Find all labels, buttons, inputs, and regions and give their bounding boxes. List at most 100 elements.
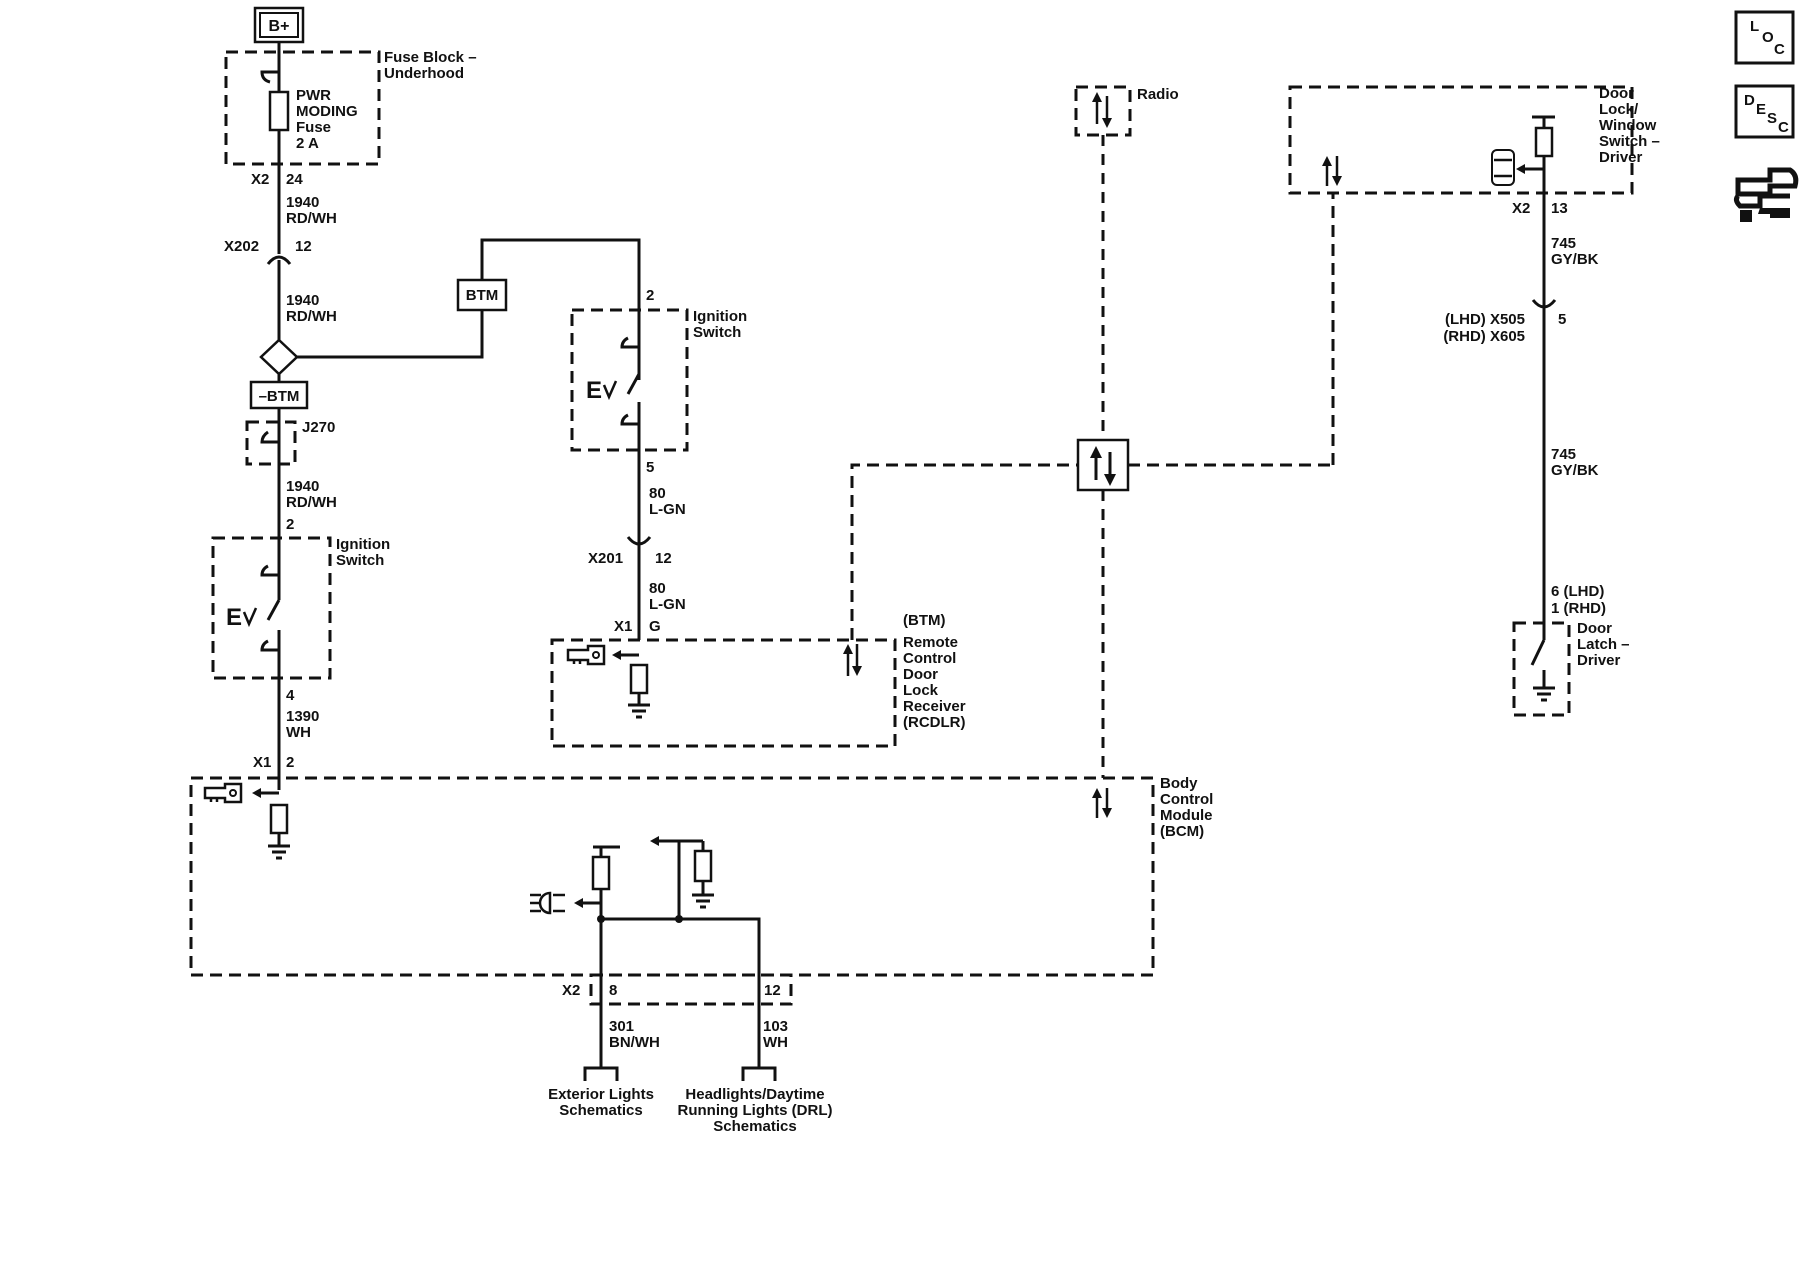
label-text: (RHD) X605 xyxy=(1443,328,1525,345)
label-text: X201 xyxy=(588,550,623,567)
label-text: 103 xyxy=(763,1018,788,1035)
label-text: WH xyxy=(286,724,311,741)
label-text: Schematics xyxy=(559,1102,642,1119)
label-text: RD/WH xyxy=(286,210,337,227)
door-lock-icon xyxy=(1491,149,1515,186)
label-text: Radio xyxy=(1137,86,1179,103)
label-text: 5 xyxy=(1558,311,1566,328)
label-text: C xyxy=(1778,119,1789,136)
label-text: X2 xyxy=(1512,200,1530,217)
label-text: Window xyxy=(1599,117,1657,134)
label-text: WH xyxy=(763,1034,788,1051)
label-text: 24 xyxy=(286,171,303,188)
label-text: Control xyxy=(1160,791,1213,808)
body-control-module: Body Control Module (BCM) xyxy=(189,775,1213,1000)
label-text: (RCDLR) xyxy=(903,714,965,731)
splice-diamond xyxy=(259,338,299,376)
ignition-key-icon: E xyxy=(586,377,602,404)
label-text: Body xyxy=(1160,775,1198,792)
battery-supply: B+ xyxy=(253,6,305,44)
serial-data-arrows-icon xyxy=(1092,788,1112,818)
label-text: J270 xyxy=(302,419,335,436)
label-text: 4 xyxy=(286,687,295,704)
label-text: 1390 xyxy=(286,708,319,725)
ignition-switch-left: Ignition Switch E xyxy=(211,536,390,680)
label-text: BTM xyxy=(466,287,499,304)
door-lock-window-switch-driver: Door Lock/ Window Switch – Driver xyxy=(1288,85,1660,195)
label-text: Switch – xyxy=(1599,133,1660,150)
label-text: Fuse xyxy=(296,119,331,136)
label-text: X2 xyxy=(251,171,269,188)
label-text: C xyxy=(1774,41,1785,58)
label-text: Fuse Block – xyxy=(384,49,477,66)
label-text: X1 xyxy=(614,618,632,635)
label-text: Remote xyxy=(903,634,958,651)
label-text: L xyxy=(1750,18,1759,35)
splice-j270: J270 xyxy=(245,419,335,466)
label-text: RD/WH xyxy=(286,308,337,325)
label-text: 5 xyxy=(646,459,654,476)
connector-end-view-icon[interactable] xyxy=(1733,167,1799,222)
label-text: Schematics xyxy=(713,1118,796,1135)
label-text: RD/WH xyxy=(286,494,337,511)
key-fob-icon xyxy=(203,782,243,804)
label-text: 1940 xyxy=(286,194,319,211)
headlights-drl-reference[interactable]: Headlights/Daytime Running Lights (DRL) … xyxy=(678,1066,833,1135)
pwr-moding-fuse xyxy=(268,90,290,132)
label-text: Receiver xyxy=(903,698,966,715)
label-text: Door xyxy=(903,666,938,683)
label-text: 2 A xyxy=(296,135,319,152)
label-text: 745 xyxy=(1551,235,1576,252)
label-text: GY/BK xyxy=(1551,251,1599,268)
label-text: O xyxy=(1762,29,1774,46)
label-text: PWR xyxy=(296,87,331,104)
label-text: MODING xyxy=(296,103,358,120)
key-fob-icon xyxy=(566,644,606,666)
label-text: 12 xyxy=(295,238,312,255)
label-text: Underhood xyxy=(384,65,464,82)
label-text: (LHD) X505 xyxy=(1445,311,1525,328)
label-text: 13 xyxy=(1551,200,1568,217)
label-text: Ignition xyxy=(336,536,390,553)
label-text: 80 xyxy=(649,485,666,502)
label-text: B+ xyxy=(269,18,290,35)
label-text: Exterior Lights xyxy=(548,1086,654,1103)
label-text: 12 xyxy=(764,982,781,999)
label-text: Module xyxy=(1160,807,1213,824)
exterior-lights-reference[interactable]: Exterior Lights Schematics xyxy=(548,1066,654,1119)
btm-negative-tag: –BTM xyxy=(249,380,309,410)
desc-icon[interactable]: D E S C xyxy=(1734,84,1795,139)
label-text: 745 xyxy=(1551,446,1576,463)
label-text: D xyxy=(1744,92,1755,109)
label-text: –BTM xyxy=(259,388,300,405)
label-text: 2 xyxy=(286,754,294,771)
loc-icon[interactable]: L O C xyxy=(1734,10,1795,65)
label-text: Running Lights (DRL) xyxy=(678,1102,833,1119)
btm-tag: BTM xyxy=(456,278,508,312)
label-text: 6 (LHD) xyxy=(1551,583,1604,600)
label-text: Driver xyxy=(1599,149,1643,166)
serial-data-arrows-icon xyxy=(843,644,862,676)
ignition-key-icon: E xyxy=(226,604,242,631)
radio-module: Radio xyxy=(1074,85,1179,137)
connector-x505-x605: (LHD) X505 (RHD) X605 5 xyxy=(1443,299,1566,345)
label-text: Driver xyxy=(1577,652,1621,669)
label-text: L-GN xyxy=(649,596,686,613)
label-text: Ignition xyxy=(693,308,747,325)
exterior-lamp-icon xyxy=(530,891,565,915)
bcm-x2-connector xyxy=(589,973,793,1006)
label-text: 2 xyxy=(646,287,654,304)
label-text: Latch – xyxy=(1577,636,1630,653)
label-text: 12 xyxy=(655,550,672,567)
label-text: Door xyxy=(1577,620,1612,637)
label-text: E xyxy=(1756,101,1766,118)
label-text: Lock xyxy=(903,682,939,699)
serial-data-junction xyxy=(1076,438,1130,492)
serial-data-arrows-icon xyxy=(1322,156,1342,186)
remote-control-door-lock-receiver: (BTM) Remote Control Door Lock Receiver … xyxy=(550,612,966,748)
label-text: 2 xyxy=(286,516,294,533)
label-text: Switch xyxy=(693,324,741,341)
label-text: BN/WH xyxy=(609,1034,660,1051)
label-text: 301 xyxy=(609,1018,634,1035)
